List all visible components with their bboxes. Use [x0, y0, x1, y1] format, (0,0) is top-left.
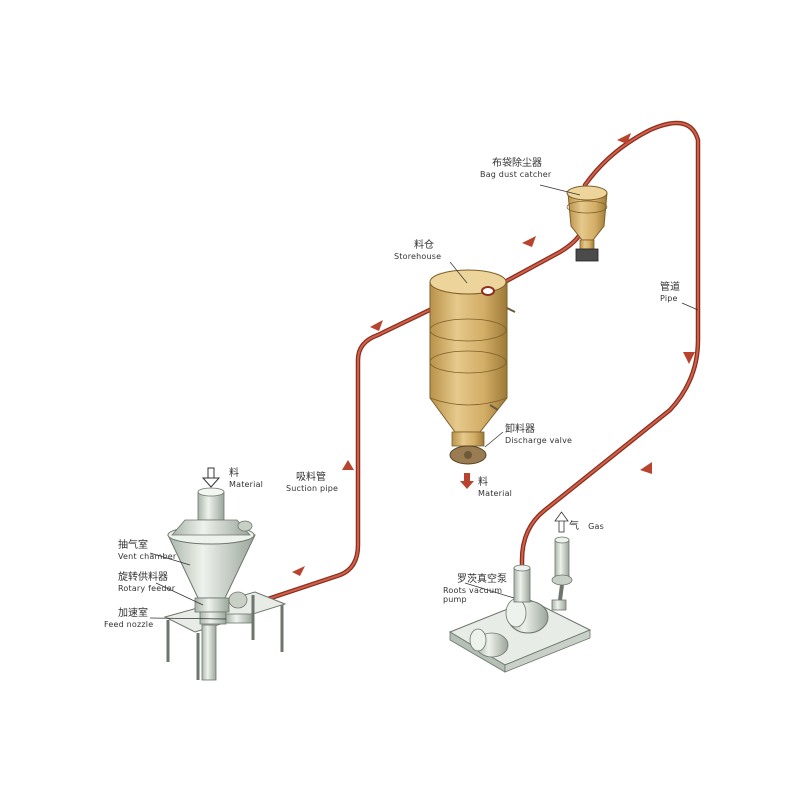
arrow-to-catcher: [522, 236, 536, 247]
bag-dust-catcher: [539, 184, 608, 262]
label-vent-chamber-en: Vent chamber: [118, 551, 177, 561]
label-gas-zh: 气: [569, 521, 579, 532]
pipe-leader: [681, 302, 699, 311]
label-pipe: 管道 Pipe: [660, 282, 680, 303]
label-bag-dust-catcher: 布袋除尘器 Bag dust catcher: [480, 158, 551, 179]
label-roots-vacuum-pump: 罗茨真空泵 Roots vacuum pump: [443, 574, 507, 604]
label-bag-dust-catcher-zh: 布袋除尘器: [492, 158, 542, 169]
flow-arrows: [292, 133, 695, 576]
gas-arrow: [554, 511, 569, 533]
label-discharge-valve: 卸料器 Discharge valve: [505, 424, 572, 445]
label-vent-chamber-zh: 抽气室: [118, 540, 148, 551]
arrow-suction-2: [370, 320, 383, 331]
arrow-suction-up: [342, 460, 354, 470]
feeder-assembly: [149, 467, 287, 681]
label-material-in-en: Material: [229, 479, 264, 489]
label-storehouse-en: Storehouse: [394, 251, 442, 261]
roots-vacuum-pump: [448, 511, 592, 673]
label-pipe-zh: 管道: [660, 282, 680, 293]
arrow-loop-top: [617, 133, 631, 144]
label-rotary-feeder: 旋转供料器 Rotary feeder: [118, 572, 175, 593]
suction-pipe: [247, 302, 443, 608]
arrow-suction-1: [292, 566, 305, 576]
arrow-pipe-down: [683, 352, 695, 364]
label-discharge-valve-en: Discharge valve: [505, 435, 573, 445]
label-feed-nozzle: 加速室 Feed nozzle: [104, 608, 153, 629]
storehouse-tank: [429, 261, 516, 489]
label-rotary-feeder-en: Rotary feeder: [118, 583, 176, 593]
label-discharge-valve-zh: 卸料器: [505, 424, 535, 435]
label-roots-vacuum-pump-zh: 罗茨真空泵: [457, 574, 507, 585]
label-vent-chamber: 抽气室 Vent chamber: [118, 540, 176, 561]
label-bag-dust-catcher-en: Bag dust catcher: [480, 169, 552, 179]
label-rotary-feeder-zh: 旋转供料器: [118, 572, 168, 583]
label-material-out-en: Material: [478, 488, 513, 498]
material-in-arrow: [201, 467, 221, 488]
label-roots-vacuum-pump-en: Roots vacuum pump: [443, 585, 503, 604]
label-suction-pipe-en: Suction pipe: [286, 483, 339, 493]
label-feed-nozzle-zh: 加速室: [118, 608, 148, 619]
label-material-in: 料 Material: [229, 468, 263, 489]
label-gas: 气 Gas: [569, 515, 604, 533]
label-storehouse-zh: 料仓: [414, 240, 434, 251]
label-storehouse: 料仓 Storehouse: [394, 240, 441, 261]
pipe-catcher-to-pump: [519, 120, 701, 573]
material-out-arrow: [460, 473, 474, 489]
label-feed-nozzle-en: Feed nozzle: [104, 619, 154, 629]
label-material-out: 料 Material: [478, 477, 512, 498]
label-material-in-zh: 料: [229, 468, 239, 479]
label-gas-en: Gas: [588, 522, 604, 531]
label-suction-pipe: 吸料管 Suction pipe: [286, 472, 338, 493]
pipe-system: [247, 120, 701, 608]
label-pipe-en: Pipe: [660, 293, 678, 303]
label-material-out-zh: 料: [478, 477, 488, 488]
label-suction-pipe-zh: 吸料管: [296, 472, 326, 483]
arrow-to-pump: [640, 462, 652, 474]
